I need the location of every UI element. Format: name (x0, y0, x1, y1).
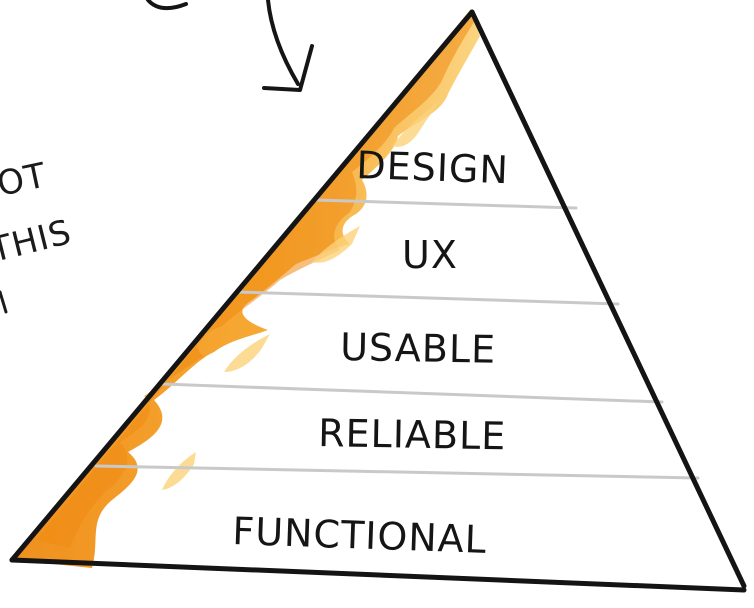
side-note-line-1: OT (0, 155, 50, 204)
layer-dividers (94, 198, 700, 480)
divider-line (314, 198, 578, 210)
layer-label-design: DESIGN (356, 143, 510, 192)
arrow-icon (262, 0, 314, 92)
divider-line (94, 464, 700, 480)
side-note-stroke (0, 290, 8, 314)
side-note-line-2: THIS (0, 212, 76, 271)
divider-line (236, 290, 620, 306)
layer-label-reliable: RELIABLE (318, 411, 507, 458)
flame-decoration (14, 10, 480, 568)
divider-line (160, 382, 664, 404)
pyramid-outline (9, 9, 747, 593)
layer-label-usable: USABLE (340, 325, 497, 372)
layer-label-functional: FUNCTIONAL (232, 509, 488, 562)
layer-label-ux: UX (402, 233, 458, 277)
partial-curve-stroke (146, 0, 188, 11)
